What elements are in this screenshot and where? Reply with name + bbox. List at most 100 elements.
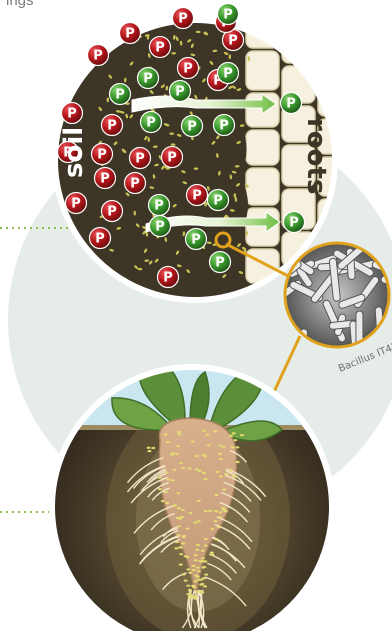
- phosphate-red-icon: P: [102, 201, 123, 222]
- svg-text:P: P: [289, 216, 299, 231]
- phosphate-green-icon: P: [110, 84, 131, 105]
- bacteria-grain: [100, 33, 105, 38]
- bacteria-grain: [188, 589, 192, 591]
- bacteria-grain: [147, 447, 151, 449]
- bacteria-grain: [191, 585, 195, 587]
- phosphate-red-icon: P: [95, 168, 116, 189]
- root-cell: [246, 130, 279, 165]
- bacteria-grain: [197, 520, 201, 522]
- svg-text:P: P: [192, 189, 202, 204]
- phosphate-red-icon: P: [130, 148, 151, 169]
- bacteria-grain: [240, 434, 244, 436]
- bacteria-grain: [195, 549, 199, 551]
- bacteria-grain: [182, 573, 186, 575]
- bacteria-grain: [193, 580, 197, 582]
- bacteria-grain: [171, 52, 176, 54]
- svg-text:P: P: [107, 205, 117, 220]
- root-cell: [246, 208, 279, 246]
- svg-text:P: P: [215, 256, 225, 271]
- bacteria-grain: [161, 500, 165, 502]
- bacteria-grain: [164, 433, 168, 435]
- bacteria-grain: [217, 526, 221, 528]
- bacteria-grain: [202, 472, 206, 474]
- bacteria-grain: [218, 516, 222, 518]
- bacteria-grain: [218, 453, 222, 455]
- svg-text:P: P: [97, 148, 107, 163]
- bacteria-grain: [177, 431, 181, 433]
- bacteria-grain: [218, 444, 222, 446]
- phosphate-green-icon: P: [210, 252, 231, 273]
- bacteria-grain: [210, 528, 214, 530]
- bacteria-grain: [199, 560, 203, 562]
- phosphate-green-icon: P: [170, 81, 191, 102]
- phosphate-red-icon: P: [162, 147, 183, 168]
- bacteria-grain: [179, 553, 183, 555]
- bacteria-grain: [174, 547, 178, 549]
- bacteria-grain: [191, 565, 195, 567]
- bacteria-grain: [204, 573, 208, 575]
- phosphate-green-icon: P: [182, 116, 203, 137]
- phosphate-green-icon: P: [284, 212, 305, 233]
- phosphate-green-icon: P: [218, 4, 239, 25]
- bacteria-grain: [171, 479, 175, 481]
- bacteria-grain: [177, 525, 181, 527]
- bacteria-grain: [210, 554, 214, 556]
- phosphate-green-icon: P: [218, 63, 239, 84]
- bacteria-grain: [195, 591, 199, 593]
- svg-text:P: P: [178, 12, 188, 27]
- bacteria-grain: [197, 570, 201, 572]
- phosphate-red-icon: P: [158, 267, 179, 288]
- bacteria-grain: [233, 439, 237, 441]
- phosphate-red-icon: P: [66, 193, 87, 214]
- bacteria-grain: [165, 502, 169, 504]
- bacteria-grain: [194, 554, 198, 556]
- phosphate-red-icon: P: [125, 173, 146, 194]
- svg-text:P: P: [95, 232, 105, 247]
- bacteria-grain: [166, 479, 170, 481]
- bacteria-grain: [175, 453, 179, 455]
- roots-label: roots: [301, 118, 331, 194]
- bacteria-grain: [199, 579, 203, 581]
- phosphate-green-icon: P: [149, 195, 170, 216]
- bacteria-grain: [176, 445, 180, 447]
- svg-text:P: P: [213, 194, 223, 209]
- bacteria-grain: [205, 434, 209, 436]
- phosphate-green-icon: P: [208, 190, 229, 211]
- bacteria-grain: [180, 516, 184, 518]
- bacteria-grain: [179, 563, 183, 565]
- bacteria-grain: [193, 521, 197, 523]
- phosphate-red-icon: P: [187, 185, 208, 206]
- bacteria-grain: [213, 430, 217, 432]
- phosphate-red-icon: P: [92, 144, 113, 165]
- svg-text:P: P: [187, 120, 197, 135]
- bacteria-grain: [166, 441, 170, 443]
- bacteria-grain: [179, 462, 183, 464]
- phosphate-red-icon: P: [102, 115, 123, 136]
- bacteria-grain: [177, 534, 181, 536]
- svg-text:P: P: [175, 85, 185, 100]
- bacteria-grain: [181, 542, 185, 544]
- bacteria-grain: [234, 475, 238, 477]
- svg-text:P: P: [167, 151, 177, 166]
- svg-text:P: P: [93, 49, 103, 64]
- bacteria-grain: [188, 597, 192, 599]
- bacteria-grain: [207, 444, 211, 446]
- bacteria-grain: [164, 471, 168, 473]
- svg-text:P: P: [223, 8, 233, 23]
- bacteria-grain: [221, 446, 225, 448]
- bacteria-grain: [157, 476, 161, 478]
- svg-text:P: P: [135, 152, 145, 167]
- root-cell: [246, 168, 279, 205]
- root-cell: [246, 51, 279, 90]
- bacteria-grain: [170, 453, 174, 455]
- phosphate-red-icon: P: [120, 23, 141, 44]
- bacteria-grain: [229, 435, 233, 437]
- phosphate-green-icon: P: [281, 93, 302, 114]
- phosphate-green-icon: P: [141, 112, 162, 133]
- bacteria-grain: [190, 441, 194, 443]
- bacteria-grain: [201, 550, 205, 552]
- svg-text:P: P: [183, 62, 193, 77]
- bacteria-grain: [214, 510, 218, 512]
- bacteria-grain: [194, 575, 198, 577]
